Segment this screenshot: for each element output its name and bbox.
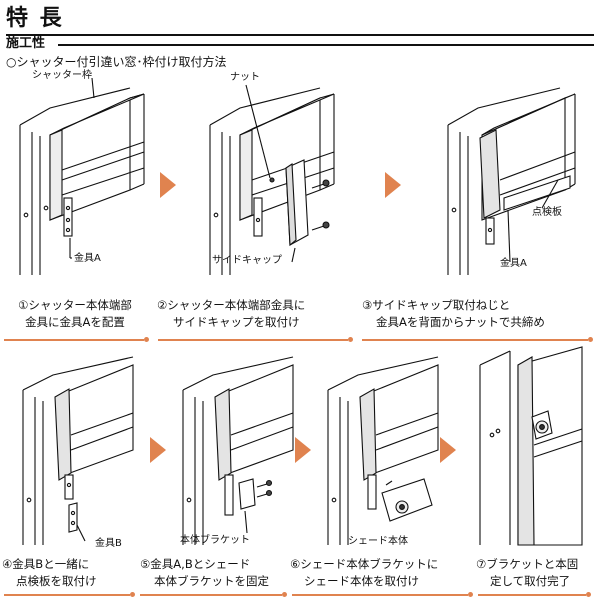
step3-caption-line1: ③サイドキャップ取付ねじと xyxy=(362,298,511,312)
callout-side-cap: サイドキャップ xyxy=(212,255,282,266)
step2-caption-line2: サイドキャップを取付け xyxy=(173,315,300,329)
callout-body-bracket: 本体ブラケット xyxy=(180,535,250,546)
step5-caption-line2: 本体ブラケットを固定 xyxy=(154,574,269,588)
callout-fitting-a-3: 金具A xyxy=(500,258,527,269)
step6-caption: ⑥シェード本体ブラケットに シェード本体を取付け xyxy=(290,556,438,590)
step1-caption: ①シャッター本体端部 金具に金具Aを配置 xyxy=(0,297,150,331)
step4-caption-line2: 点検板を取付け xyxy=(16,574,97,588)
step7-caption-line2: 定して取付完了 xyxy=(490,574,571,588)
step4-caption-line1: ④金具Bと一緒に xyxy=(2,557,90,571)
row1-divider-3 xyxy=(362,339,588,341)
step1-caption-line1: ①シャッター本体端部 xyxy=(18,298,132,312)
row1-divider-1-dot xyxy=(144,337,149,342)
step5-caption: ⑤金具A,Bとシェード 本体ブラケットを固定 xyxy=(140,556,269,590)
method-title: ○シャッター付引違い窓･枠付け取付方法 xyxy=(6,55,227,69)
feature-heading-bar: 特 長 xyxy=(6,4,594,36)
callout-shade-body: シェード本体 xyxy=(348,536,408,547)
callout-inspection-plate: 点検板 xyxy=(532,207,562,218)
row2-divider-3-dot xyxy=(468,592,473,597)
step5-caption-line1: ⑤金具A,Bとシェード xyxy=(140,557,251,571)
callout-fitting-b: 金具B xyxy=(95,538,122,549)
step-arrow-5-6 xyxy=(295,437,311,463)
step2-illustration xyxy=(209,84,335,275)
step1-caption-line2: 金具に金具Aを配置 xyxy=(25,315,125,329)
row2-divider-4 xyxy=(478,594,586,596)
row1-divider-2 xyxy=(158,339,348,341)
step4-illustration xyxy=(22,356,134,545)
row1-divider-2-dot xyxy=(348,337,353,342)
row2-divider-1-dot xyxy=(130,592,135,597)
step3-illustration xyxy=(447,87,576,275)
row2-divider-4-dot xyxy=(586,592,591,597)
step4-caption: ④金具Bと一緒に 点検板を取付け xyxy=(2,556,97,590)
step-arrow-2-3 xyxy=(385,172,401,198)
step-arrow-1-2 xyxy=(160,172,176,198)
row1-divider-1 xyxy=(4,339,144,341)
step6-caption-line2: シェード本体を取付け xyxy=(304,574,419,588)
step3-caption-line2: 金具Aを背面からナットで共締め xyxy=(376,315,545,329)
step-arrow-6-7 xyxy=(440,437,456,463)
row2-divider-2 xyxy=(140,594,282,596)
step6-caption-line1: ⑥シェード本体ブラケットに xyxy=(290,557,439,571)
step2-caption: ②シャッター本体端部金具に サイドキャップを取付け xyxy=(157,297,305,331)
callout-nut: ナット xyxy=(230,72,260,83)
section-rule xyxy=(58,44,594,46)
step2-caption-line1: ②シャッター本体端部金具に xyxy=(157,298,306,312)
callout-shutter-frame: シャッター枠 xyxy=(32,70,92,81)
feature-heading: 特 長 xyxy=(6,6,64,31)
row1-divider-3-dot xyxy=(588,337,593,342)
step6-illustration xyxy=(327,356,439,545)
row2-divider-2-dot xyxy=(282,592,287,597)
step7-illustration xyxy=(479,346,583,546)
step7-caption: ⑦ブラケットと本固 定して取付完了 xyxy=(476,556,578,590)
step5-illustration xyxy=(182,356,294,545)
step3-caption: ③サイドキャップ取付ねじと 金具Aを背面からナットで共締め xyxy=(362,297,545,331)
callout-fitting-a-1: 金具A xyxy=(74,253,101,264)
row2-divider-1 xyxy=(4,594,130,596)
row2-divider-3 xyxy=(292,594,468,596)
step7-caption-line1: ⑦ブラケットと本固 xyxy=(476,557,579,571)
section-title: 施工性 xyxy=(6,36,46,51)
step1-illustration xyxy=(19,77,145,275)
step-arrow-4-5 xyxy=(150,437,166,463)
